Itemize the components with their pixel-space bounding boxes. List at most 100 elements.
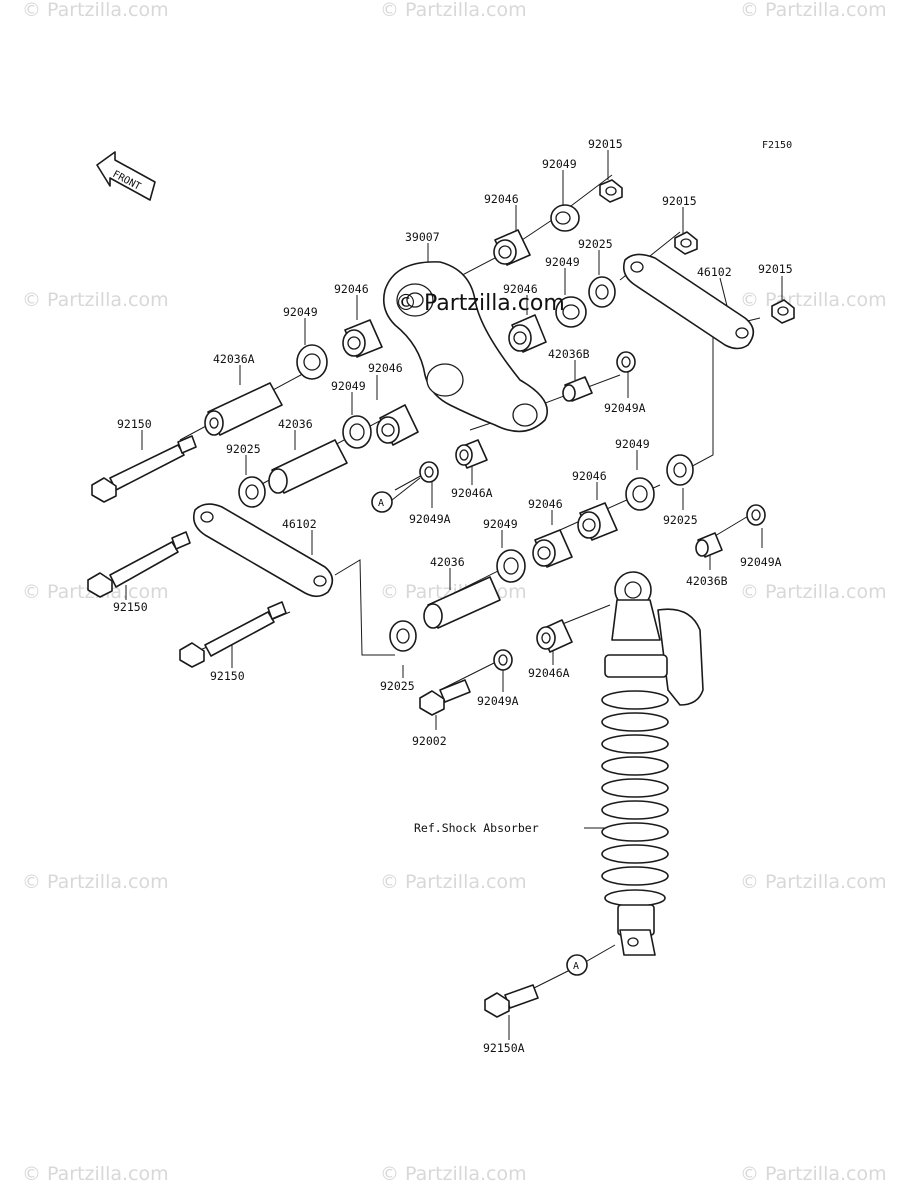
sleeve-42036-upper — [268, 439, 348, 494]
watermark: © Partzilla.com — [740, 581, 887, 603]
collar-92049-right — [625, 477, 655, 511]
part-label: 92025 — [663, 513, 698, 527]
collar-92049A-right — [746, 504, 766, 526]
bearing-92046-left2 — [376, 404, 419, 446]
bearing-92046-top — [493, 229, 531, 266]
bearing-92046-r1 — [577, 502, 618, 541]
part-label: 42036A — [213, 352, 255, 366]
part-label: 92049 — [545, 255, 580, 269]
part-label: 92025 — [380, 679, 415, 693]
collar-92049A-low — [493, 649, 513, 671]
sleeve-42036A — [204, 382, 283, 436]
part-label: 92046A — [528, 666, 570, 680]
part-label: 42036B — [548, 347, 590, 361]
collar-92049-top — [550, 204, 580, 232]
part-label: 92150 — [117, 417, 152, 431]
washer-92025-top — [588, 276, 616, 308]
part-label: 92015 — [758, 262, 793, 276]
part-label: 92150A — [483, 1041, 525, 1055]
rocker-arm-39007 — [382, 261, 548, 433]
collar-92049-left — [296, 344, 328, 380]
watermarks: © Partzilla.com © Partzilla.com © Partzi… — [22, 0, 887, 1185]
part-label: 46102 — [282, 517, 317, 531]
watermark: © Partzilla.com — [380, 871, 527, 893]
watermark: © Partzilla.com — [740, 1163, 887, 1185]
part-label: 92049 — [283, 305, 318, 319]
collar-92049-c — [496, 549, 526, 583]
nut-92015-mid — [674, 231, 698, 255]
circle-label: A — [378, 498, 384, 509]
part-label: 92002 — [412, 734, 447, 748]
watermark: © Partzilla.com — [740, 289, 887, 311]
shock-spring — [601, 690, 669, 907]
part-label: 92049A — [604, 401, 646, 415]
collar-92049A-top — [616, 351, 636, 373]
part-label: 92049 — [483, 517, 518, 531]
part-label: 42036B — [686, 574, 728, 588]
bearing-92046-left — [342, 319, 383, 358]
part-label: 46102 — [697, 265, 732, 279]
washer-92025-left — [238, 476, 266, 508]
bearing-92046A-mid — [455, 439, 488, 469]
bolt-92150-3 — [179, 601, 287, 668]
circle-label: A — [573, 961, 579, 972]
watermark: © Partzilla.com — [22, 871, 169, 893]
washer-92025-right — [666, 454, 694, 486]
part-label: 92046 — [368, 361, 403, 375]
part-label: 92015 — [662, 194, 697, 208]
sleeve-42036-lower — [423, 576, 501, 629]
figure-code: F2150 — [762, 140, 792, 151]
collar-92049-left2 — [342, 415, 372, 449]
sleeve-42036B-top — [562, 376, 593, 402]
part-label: 92046 — [334, 282, 369, 296]
part-label: 42036 — [430, 555, 465, 569]
tie-rod-46102-right — [622, 253, 755, 350]
watermark: © Partzilla.com — [22, 1163, 169, 1185]
part-label: 42036 — [278, 417, 313, 431]
bearing-92046-mid — [508, 314, 547, 353]
sleeve-42036B-right — [695, 532, 723, 558]
part-label: 92046 — [572, 469, 607, 483]
bolt-92150A — [484, 984, 539, 1018]
part-label: 92049 — [542, 157, 577, 171]
watermark: © Partzilla.com — [740, 871, 887, 893]
ref-shock-label: Ref.Shock Absorber — [414, 821, 539, 835]
part-label: 92025 — [578, 237, 613, 251]
part-label: 92046 — [484, 192, 519, 206]
tie-rod-46102-left — [192, 503, 334, 598]
watermark: © Partzilla.com — [380, 0, 527, 21]
collar-92049-mid — [555, 296, 587, 328]
bearing-92046-r2 — [532, 529, 573, 568]
part-label: 92046A — [451, 486, 493, 500]
bolt-92150-1 — [91, 435, 197, 503]
bolt-92150-2 — [87, 531, 191, 598]
front-arrow-icon: FRONT — [96, 151, 156, 201]
part-label: 92049A — [477, 694, 519, 708]
nut-92015-right — [771, 299, 795, 324]
part-label: 92150 — [113, 600, 148, 614]
watermark: © Partzilla.com — [740, 0, 887, 21]
shock-absorber — [601, 571, 704, 956]
bolt-92002 — [419, 679, 471, 716]
nut-92015-top — [599, 179, 623, 203]
bearing-92046A-low — [536, 619, 573, 653]
reference-circle-a-upper: A — [371, 491, 393, 513]
watermark: © Partzilla.com — [380, 1163, 527, 1185]
part-label: 92025 — [226, 442, 261, 456]
part-label: 92015 — [588, 137, 623, 151]
part-label: 92049 — [615, 437, 650, 451]
part-label: 92150 — [210, 669, 245, 683]
part-label: 92049 — [331, 379, 366, 393]
collar-92049A-mid — [419, 461, 439, 483]
part-labels: 92015 92049 92046 39007 92025 92015 9201… — [113, 137, 793, 1055]
part-label: 92046 — [528, 497, 563, 511]
center-watermark: © Partzilla.com — [395, 291, 565, 316]
part-label: 92049A — [740, 555, 782, 569]
part-label: 39007 — [405, 230, 440, 244]
part-label: 92046 — [503, 282, 538, 296]
watermark: © Partzilla.com — [22, 0, 169, 21]
watermark: © Partzilla.com — [22, 289, 169, 311]
washer-92025-low — [389, 620, 417, 652]
